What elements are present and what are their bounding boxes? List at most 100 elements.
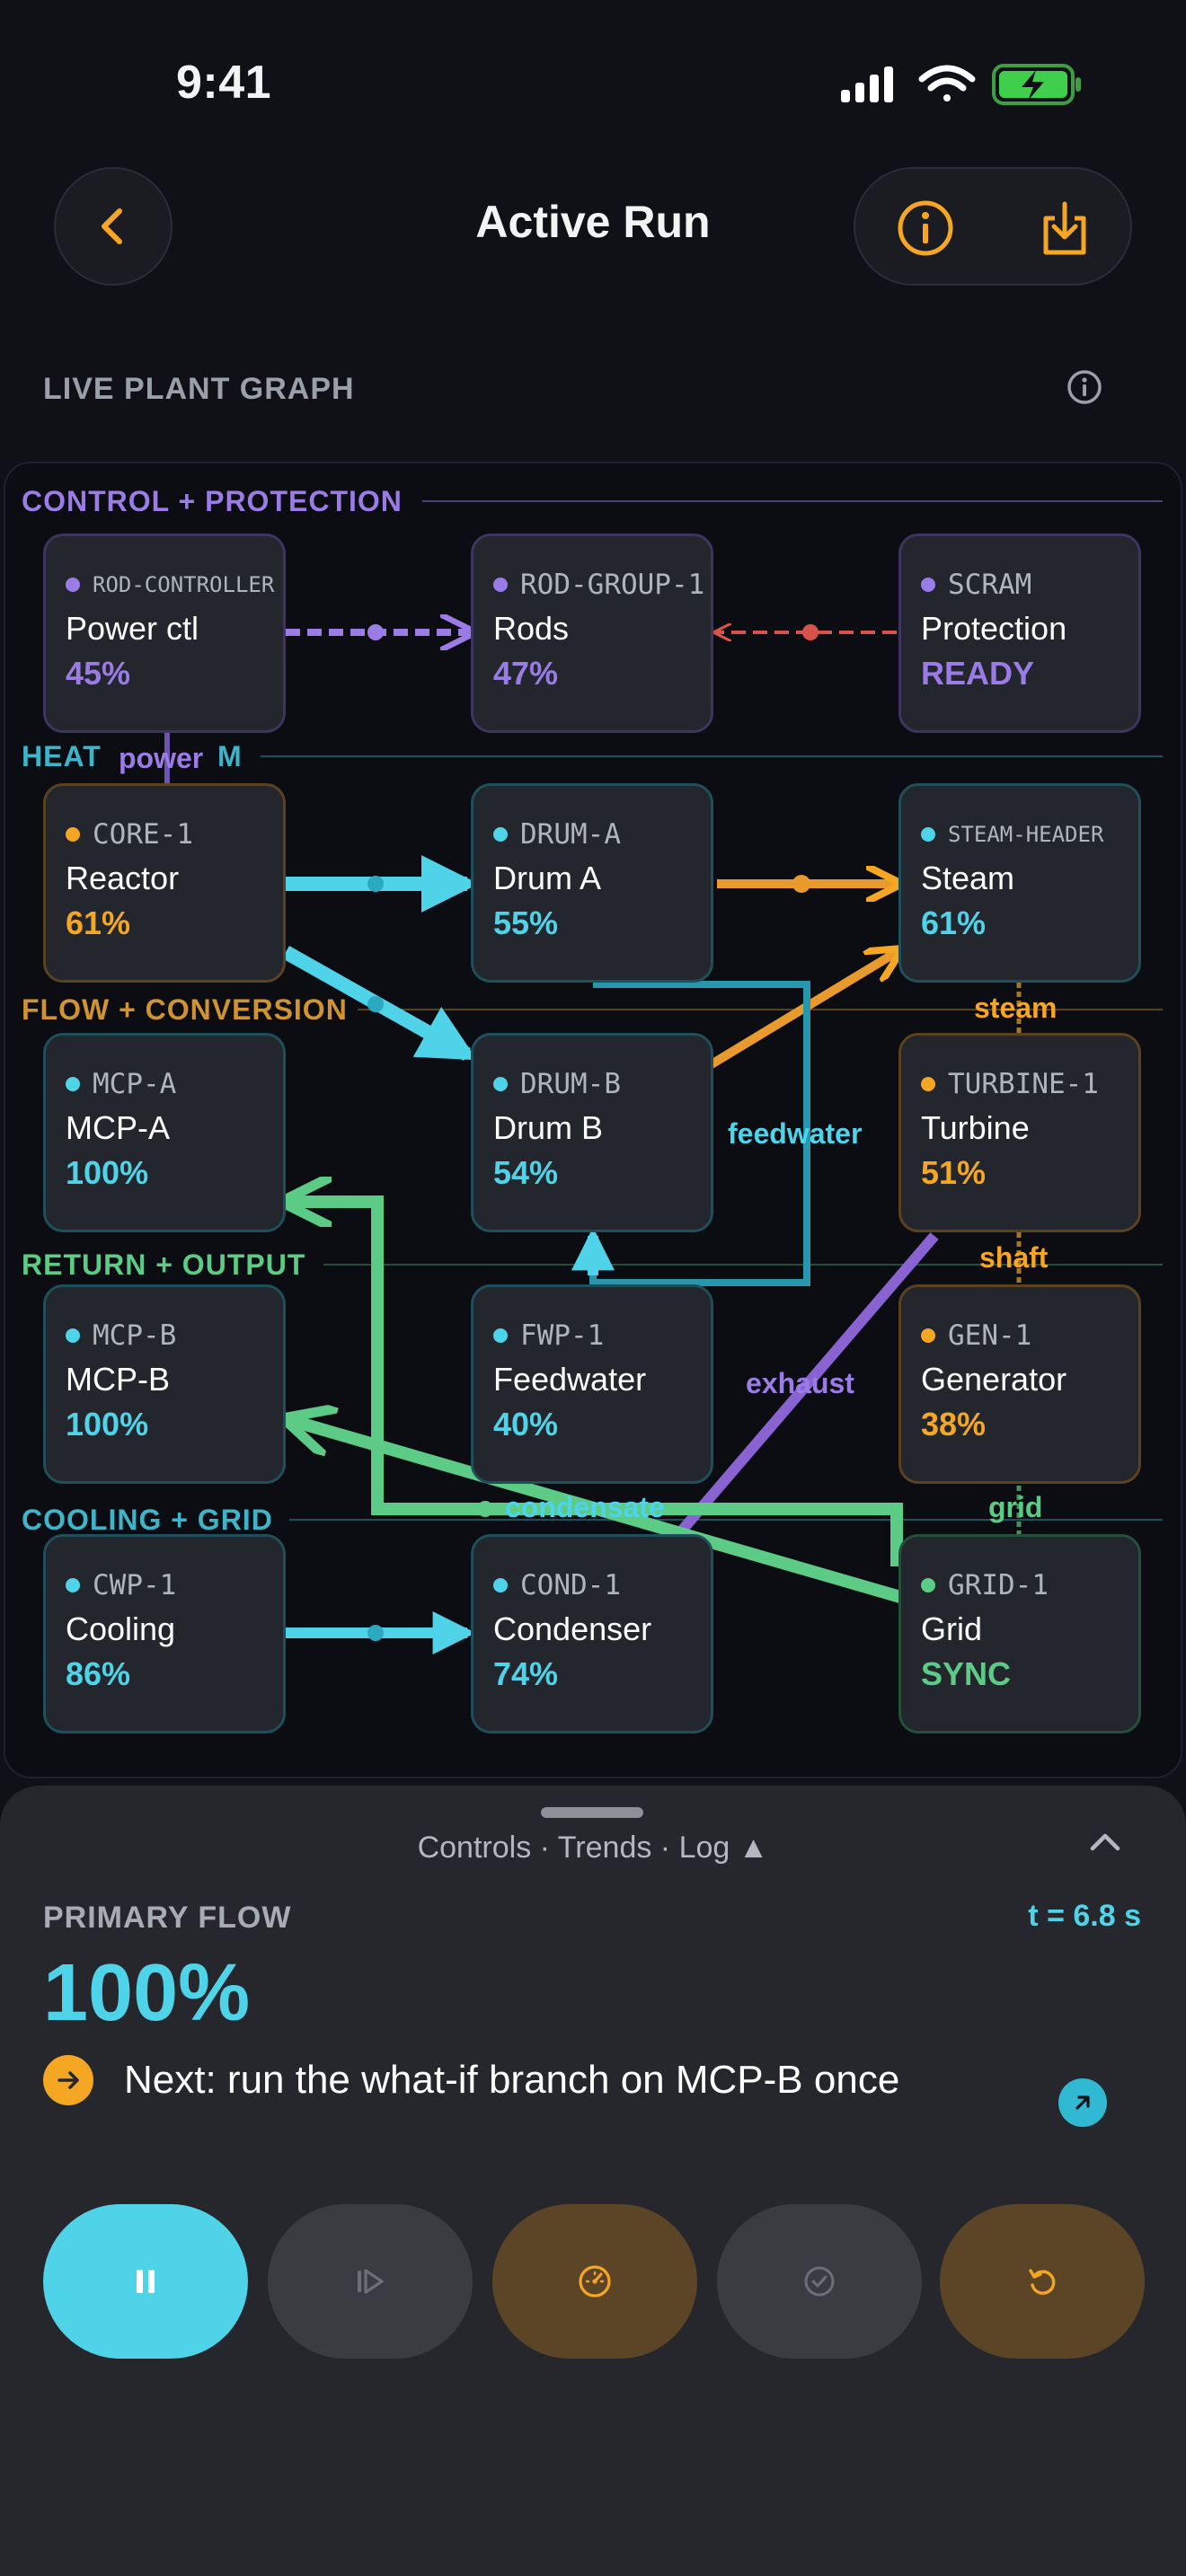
node-rod-group[interactable]: ROD-GROUP-1 Rods 47% <box>471 534 713 733</box>
node-name: Cooling <box>66 1610 176 1647</box>
node-scram[interactable]: SCRAM Protection READY <box>898 534 1141 733</box>
rotate-icon <box>1029 2269 1056 2295</box>
node-drum-a[interactable]: DRUM-A Drum A 55% <box>471 783 713 983</box>
node-id: MCP-B <box>93 1319 177 1352</box>
band-label-heat: HEAT <box>22 740 102 772</box>
check-button[interactable] <box>717 2204 922 2359</box>
gauge-button[interactable] <box>492 2204 697 2359</box>
node-value: SYNC <box>921 1655 1012 1692</box>
step-forward-icon <box>358 2269 384 2294</box>
node-mcp-a[interactable]: MCP-A MCP-A 100% <box>43 1033 286 1232</box>
node-value: 54% <box>493 1154 559 1191</box>
node-value: 45% <box>66 655 131 692</box>
sheet-tabs[interactable]: Controls · Trends · Log ▲ <box>417 1831 769 1865</box>
node-id: COND-1 <box>520 1569 621 1601</box>
status-dot <box>66 1328 80 1343</box>
open-link-button[interactable] <box>1058 2078 1107 2127</box>
node-id: ROD-GROUP-1 <box>520 569 705 601</box>
status-dot <box>66 827 80 842</box>
node-name: Turbine <box>921 1109 1030 1146</box>
node-id: ROD-CONTROLLER <box>93 572 275 597</box>
node-name: Generator <box>921 1361 1067 1398</box>
info-icon <box>1067 370 1102 404</box>
pause-button[interactable] <box>43 2204 248 2359</box>
status-dot <box>493 1578 508 1592</box>
node-mcp-b[interactable]: MCP-B MCP-B 100% <box>43 1284 286 1484</box>
sheet-grabber[interactable] <box>541 1807 643 1818</box>
edge-label-condensate: condensate <box>505 1491 665 1523</box>
status-dot <box>921 578 935 592</box>
node-name: MCP-B <box>66 1361 170 1398</box>
node-value: READY <box>921 655 1035 692</box>
bottom-sheet: Controls · Trends · Log ▲ PRIMARY FLOW t… <box>0 1786 1186 2576</box>
status-dot <box>921 1077 935 1091</box>
gauge-icon <box>579 2265 611 2298</box>
reset-button[interactable] <box>940 2204 1145 2359</box>
node-gen[interactable]: GEN-1 Generator 38% <box>898 1284 1141 1484</box>
node-id: FWP-1 <box>520 1319 605 1352</box>
download-icon <box>1043 201 1085 255</box>
step-button[interactable] <box>268 2204 473 2359</box>
status-time: 9:41 <box>176 57 272 109</box>
node-value: 55% <box>493 904 559 941</box>
node-name: Protection <box>921 610 1067 647</box>
next-step-row[interactable]: Next: run the what-if branch on MCP-B on… <box>43 2055 899 2105</box>
node-id: STEAM-HEADER <box>948 822 1104 847</box>
edge-label-power: power <box>119 742 204 774</box>
node-name: Steam <box>921 860 1015 896</box>
export-button[interactable] <box>995 169 1134 287</box>
band-label-cooling: COOLING + GRID <box>22 1504 273 1536</box>
pause-icon <box>137 2270 155 2293</box>
band-label-control: CONTROL + PROTECTION <box>22 485 403 517</box>
node-id: MCP-A <box>93 1068 177 1100</box>
status-dot <box>493 1077 508 1091</box>
metric-time: t = 6.8 s <box>1028 1899 1141 1933</box>
node-cond[interactable]: COND-1 Condenser 74% <box>471 1534 713 1734</box>
next-step-text: Next: run the what-if branch on MCP-B on… <box>124 2058 900 2102</box>
signal-icon <box>841 66 893 102</box>
section-title: LIVE PLANT GRAPH <box>43 372 355 406</box>
edge-label-grid: grid <box>988 1491 1043 1523</box>
node-value: 38% <box>921 1406 987 1442</box>
node-name: Grid <box>921 1610 983 1647</box>
node-id: GEN-1 <box>948 1319 1032 1352</box>
status-dot <box>921 1578 935 1592</box>
check-circle-icon <box>804 2266 835 2297</box>
node-core[interactable]: CORE-1 Reactor 61% <box>43 783 286 983</box>
edge-label-feedwater: feedwater <box>728 1117 863 1150</box>
arrow-right-icon <box>43 2055 93 2105</box>
node-id: CORE-1 <box>93 818 193 851</box>
node-cwp[interactable]: CWP-1 Cooling 86% <box>43 1534 286 1734</box>
expand-sheet-button[interactable] <box>1084 1822 1127 1865</box>
back-button[interactable] <box>54 167 173 286</box>
chevron-up-icon <box>1090 1833 1120 1851</box>
node-drum-b[interactable]: DRUM-B Drum B 54% <box>471 1033 713 1232</box>
edge-label-steam: steam <box>974 992 1058 1024</box>
status-dot <box>66 1077 80 1091</box>
status-dot <box>493 827 508 842</box>
node-value: 61% <box>921 904 987 941</box>
node-value: 86% <box>66 1655 131 1692</box>
node-name: Reactor <box>66 860 180 896</box>
wifi-icon <box>918 65 976 101</box>
node-value: 51% <box>921 1154 987 1191</box>
node-rod-controller[interactable]: ROD-CONTROLLER Power ctl 45% <box>43 534 286 733</box>
node-turbine[interactable]: TURBINE-1 Turbine 51% <box>898 1033 1141 1232</box>
node-value: 100% <box>66 1154 149 1191</box>
band-label-return: RETURN + OUTPUT <box>22 1248 306 1281</box>
arrow-up-right-icon <box>1075 2095 1090 2110</box>
metric-value: 100% <box>43 1948 251 2038</box>
node-value: 61% <box>66 904 131 941</box>
node-value: 100% <box>66 1406 149 1442</box>
info-icon <box>898 200 952 256</box>
node-steam-header[interactable]: STEAM-HEADER Steam 61% <box>898 783 1141 983</box>
chevron-left-icon <box>102 208 122 244</box>
info-button[interactable] <box>855 169 995 287</box>
band-label-heat-tail: M <box>217 740 243 772</box>
node-id: DRUM-A <box>520 818 621 851</box>
node-fwp[interactable]: FWP-1 Feedwater 40% <box>471 1284 713 1484</box>
battery-icon <box>992 64 1081 105</box>
node-id: GRID-1 <box>948 1569 1049 1601</box>
node-grid[interactable]: GRID-1 Grid SYNC <box>898 1534 1141 1734</box>
section-info-button[interactable] <box>1066 368 1103 406</box>
